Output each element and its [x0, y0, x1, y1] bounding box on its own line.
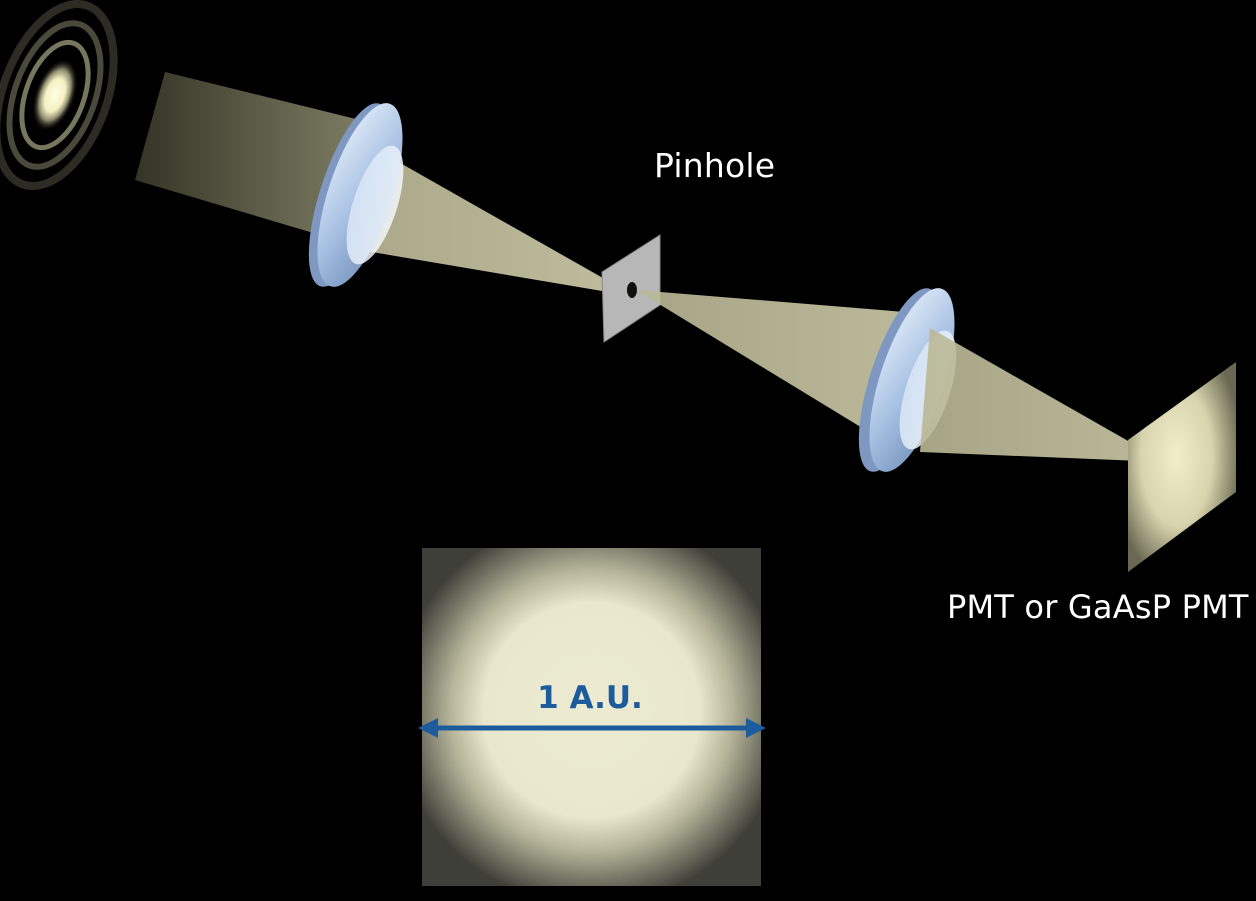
detector-beam: [920, 328, 1165, 462]
detector-label: PMT or GaAsP PMT: [947, 588, 1249, 626]
airy-unit-spot-box: [422, 548, 761, 886]
diverging-beam: [636, 290, 905, 440]
pinhole-plate: [601, 234, 661, 343]
pinhole-label: Pinhole: [654, 146, 776, 185]
incoming-beam: [135, 72, 360, 235]
detector-plate: [1128, 362, 1236, 572]
converging-beam: [355, 140, 632, 292]
airy-source-spot: [0, 0, 118, 191]
lens-1: [308, 103, 404, 287]
pinhole-aperture: [627, 282, 637, 298]
airy-unit-label: 1 A.U.: [537, 680, 643, 716]
